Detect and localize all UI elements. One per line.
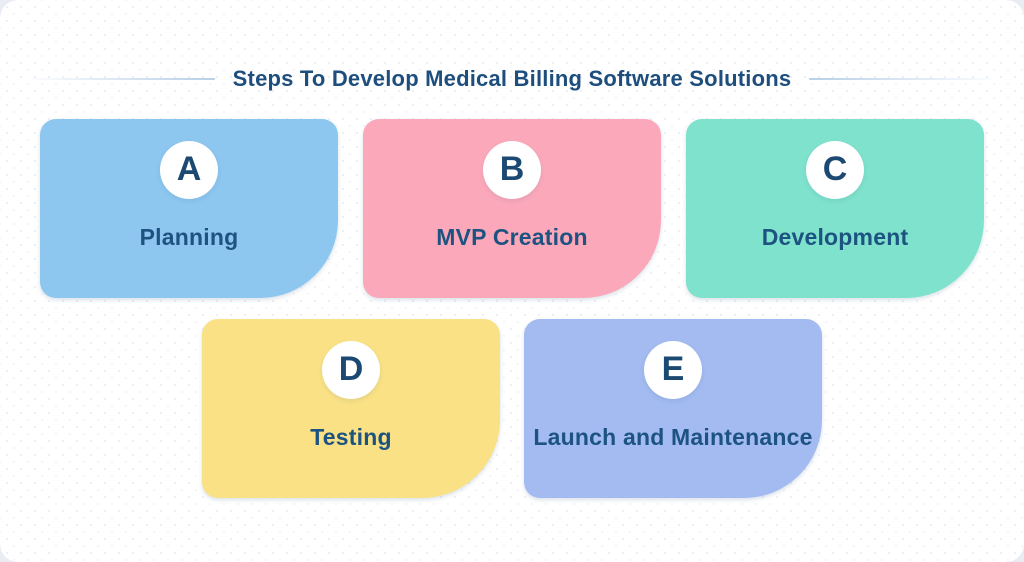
steps-row-1: A Planning B MVP Creation C Development <box>0 119 1024 298</box>
step-letter: E <box>661 350 685 388</box>
step-letter: C <box>822 150 848 188</box>
step-letter: D <box>338 350 364 388</box>
step-label: Launch and Maintenance <box>533 424 813 450</box>
title-divider-left <box>30 78 215 80</box>
step-letter: A <box>176 150 202 188</box>
steps-row-2: D Testing E Launch and Maintenance <box>0 319 1024 498</box>
step-card-testing: D Testing <box>202 319 500 498</box>
step-card-launch-and-maintenance: E Launch and Maintenance <box>524 319 822 498</box>
title-row: Steps To Develop Medical Billing Softwar… <box>0 64 1024 94</box>
page-title: Steps To Develop Medical Billing Softwar… <box>232 66 792 91</box>
step-letter-badge: D <box>322 341 380 399</box>
step-letter-badge: B <box>483 141 541 199</box>
step-card-mvp-creation: B MVP Creation <box>363 119 661 298</box>
step-letter: B <box>499 150 525 188</box>
step-letter-badge: E <box>644 341 702 399</box>
step-label: Development <box>761 224 909 250</box>
step-label: Planning <box>139 224 239 250</box>
step-letter-badge: A <box>160 141 218 199</box>
step-label: MVP Creation <box>436 224 588 250</box>
step-letter-badge: C <box>806 141 864 199</box>
title-divider-right <box>809 78 994 80</box>
step-card-planning: A Planning <box>40 119 338 298</box>
step-label: Testing <box>310 424 392 450</box>
steps-grid: A Planning B MVP Creation C Development <box>0 119 1024 498</box>
step-card-development: C Development <box>686 119 984 298</box>
